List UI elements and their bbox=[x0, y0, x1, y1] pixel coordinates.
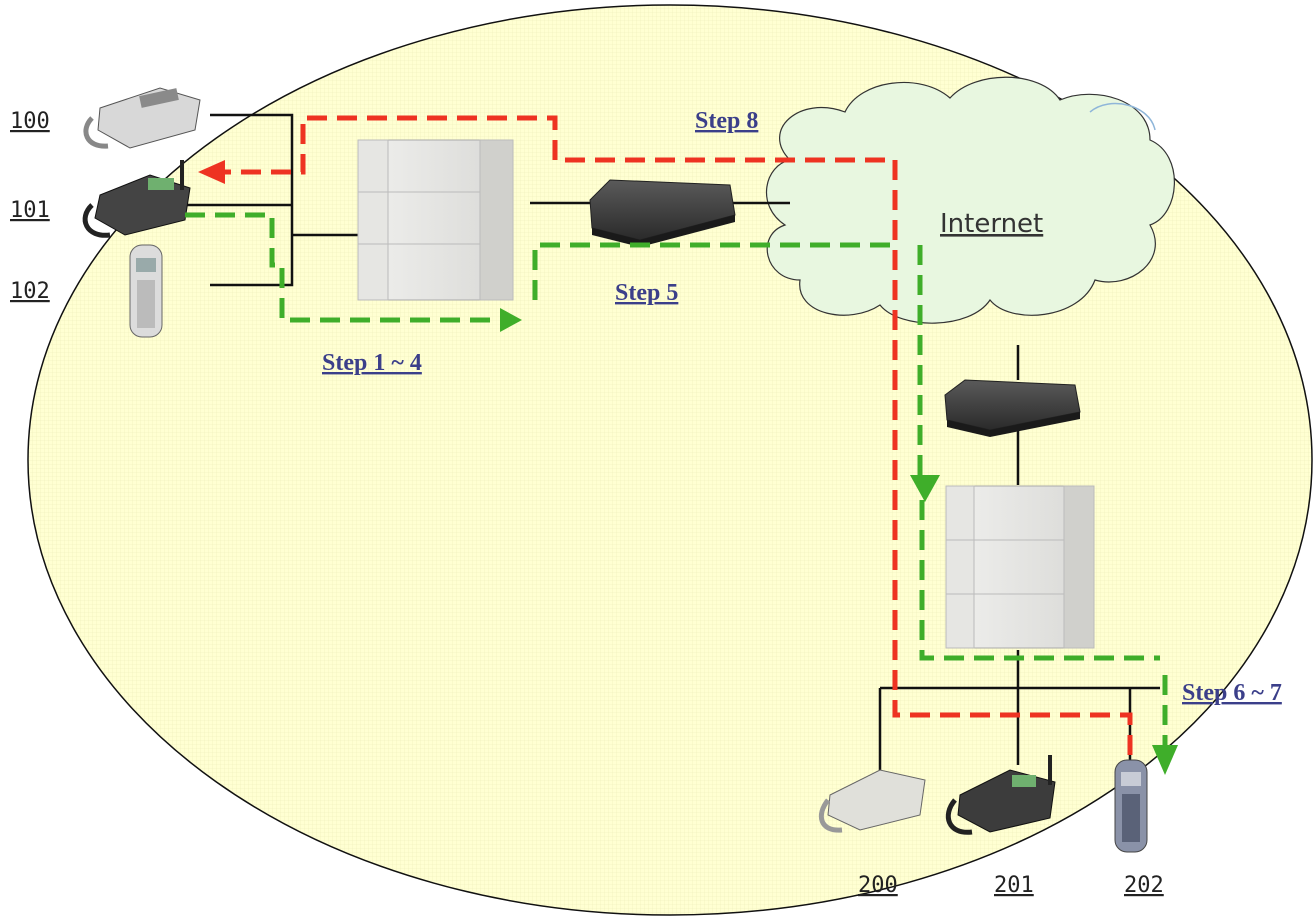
extension-label-200: 200 bbox=[858, 873, 898, 898]
desk-phone-icon bbox=[945, 755, 1056, 835]
internet-cloud-icon bbox=[765, 76, 1175, 324]
internet-label: Internet bbox=[940, 209, 1043, 239]
pbx-cabinet-icon bbox=[945, 485, 1095, 649]
site-a-wiring bbox=[185, 113, 790, 287]
arrow-head bbox=[1152, 745, 1178, 775]
extension-label-201: 201 bbox=[994, 873, 1034, 898]
arrow-head bbox=[198, 160, 225, 184]
desk-phone-icon bbox=[818, 769, 926, 833]
gateway-router-icon bbox=[944, 379, 1081, 437]
step-8-label: Step 8 bbox=[695, 108, 758, 134]
pbx-cabinet-icon bbox=[357, 139, 514, 301]
step-1-4-label: Step 1 ~ 4 bbox=[322, 350, 422, 376]
extension-label-102: 102 bbox=[10, 279, 50, 304]
extension-label-202: 202 bbox=[1124, 873, 1164, 898]
extension-label-101: 101 bbox=[10, 198, 50, 223]
cordless-phone-icon bbox=[129, 244, 163, 338]
step-5-label: Step 5 bbox=[615, 280, 678, 306]
arrow-head bbox=[910, 475, 940, 502]
desk-phone-icon bbox=[83, 87, 201, 149]
arrow-head bbox=[500, 308, 522, 332]
step-6-7-label: Step 6 ~ 7 bbox=[1182, 680, 1282, 706]
extension-label-100: 100 bbox=[10, 109, 50, 134]
desk-phone-icon bbox=[82, 160, 191, 238]
call-setup-flow bbox=[185, 212, 1168, 750]
gateway-router-icon bbox=[589, 179, 736, 247]
voice-return-flow bbox=[225, 115, 1133, 755]
cordless-phone-icon bbox=[1114, 759, 1148, 853]
